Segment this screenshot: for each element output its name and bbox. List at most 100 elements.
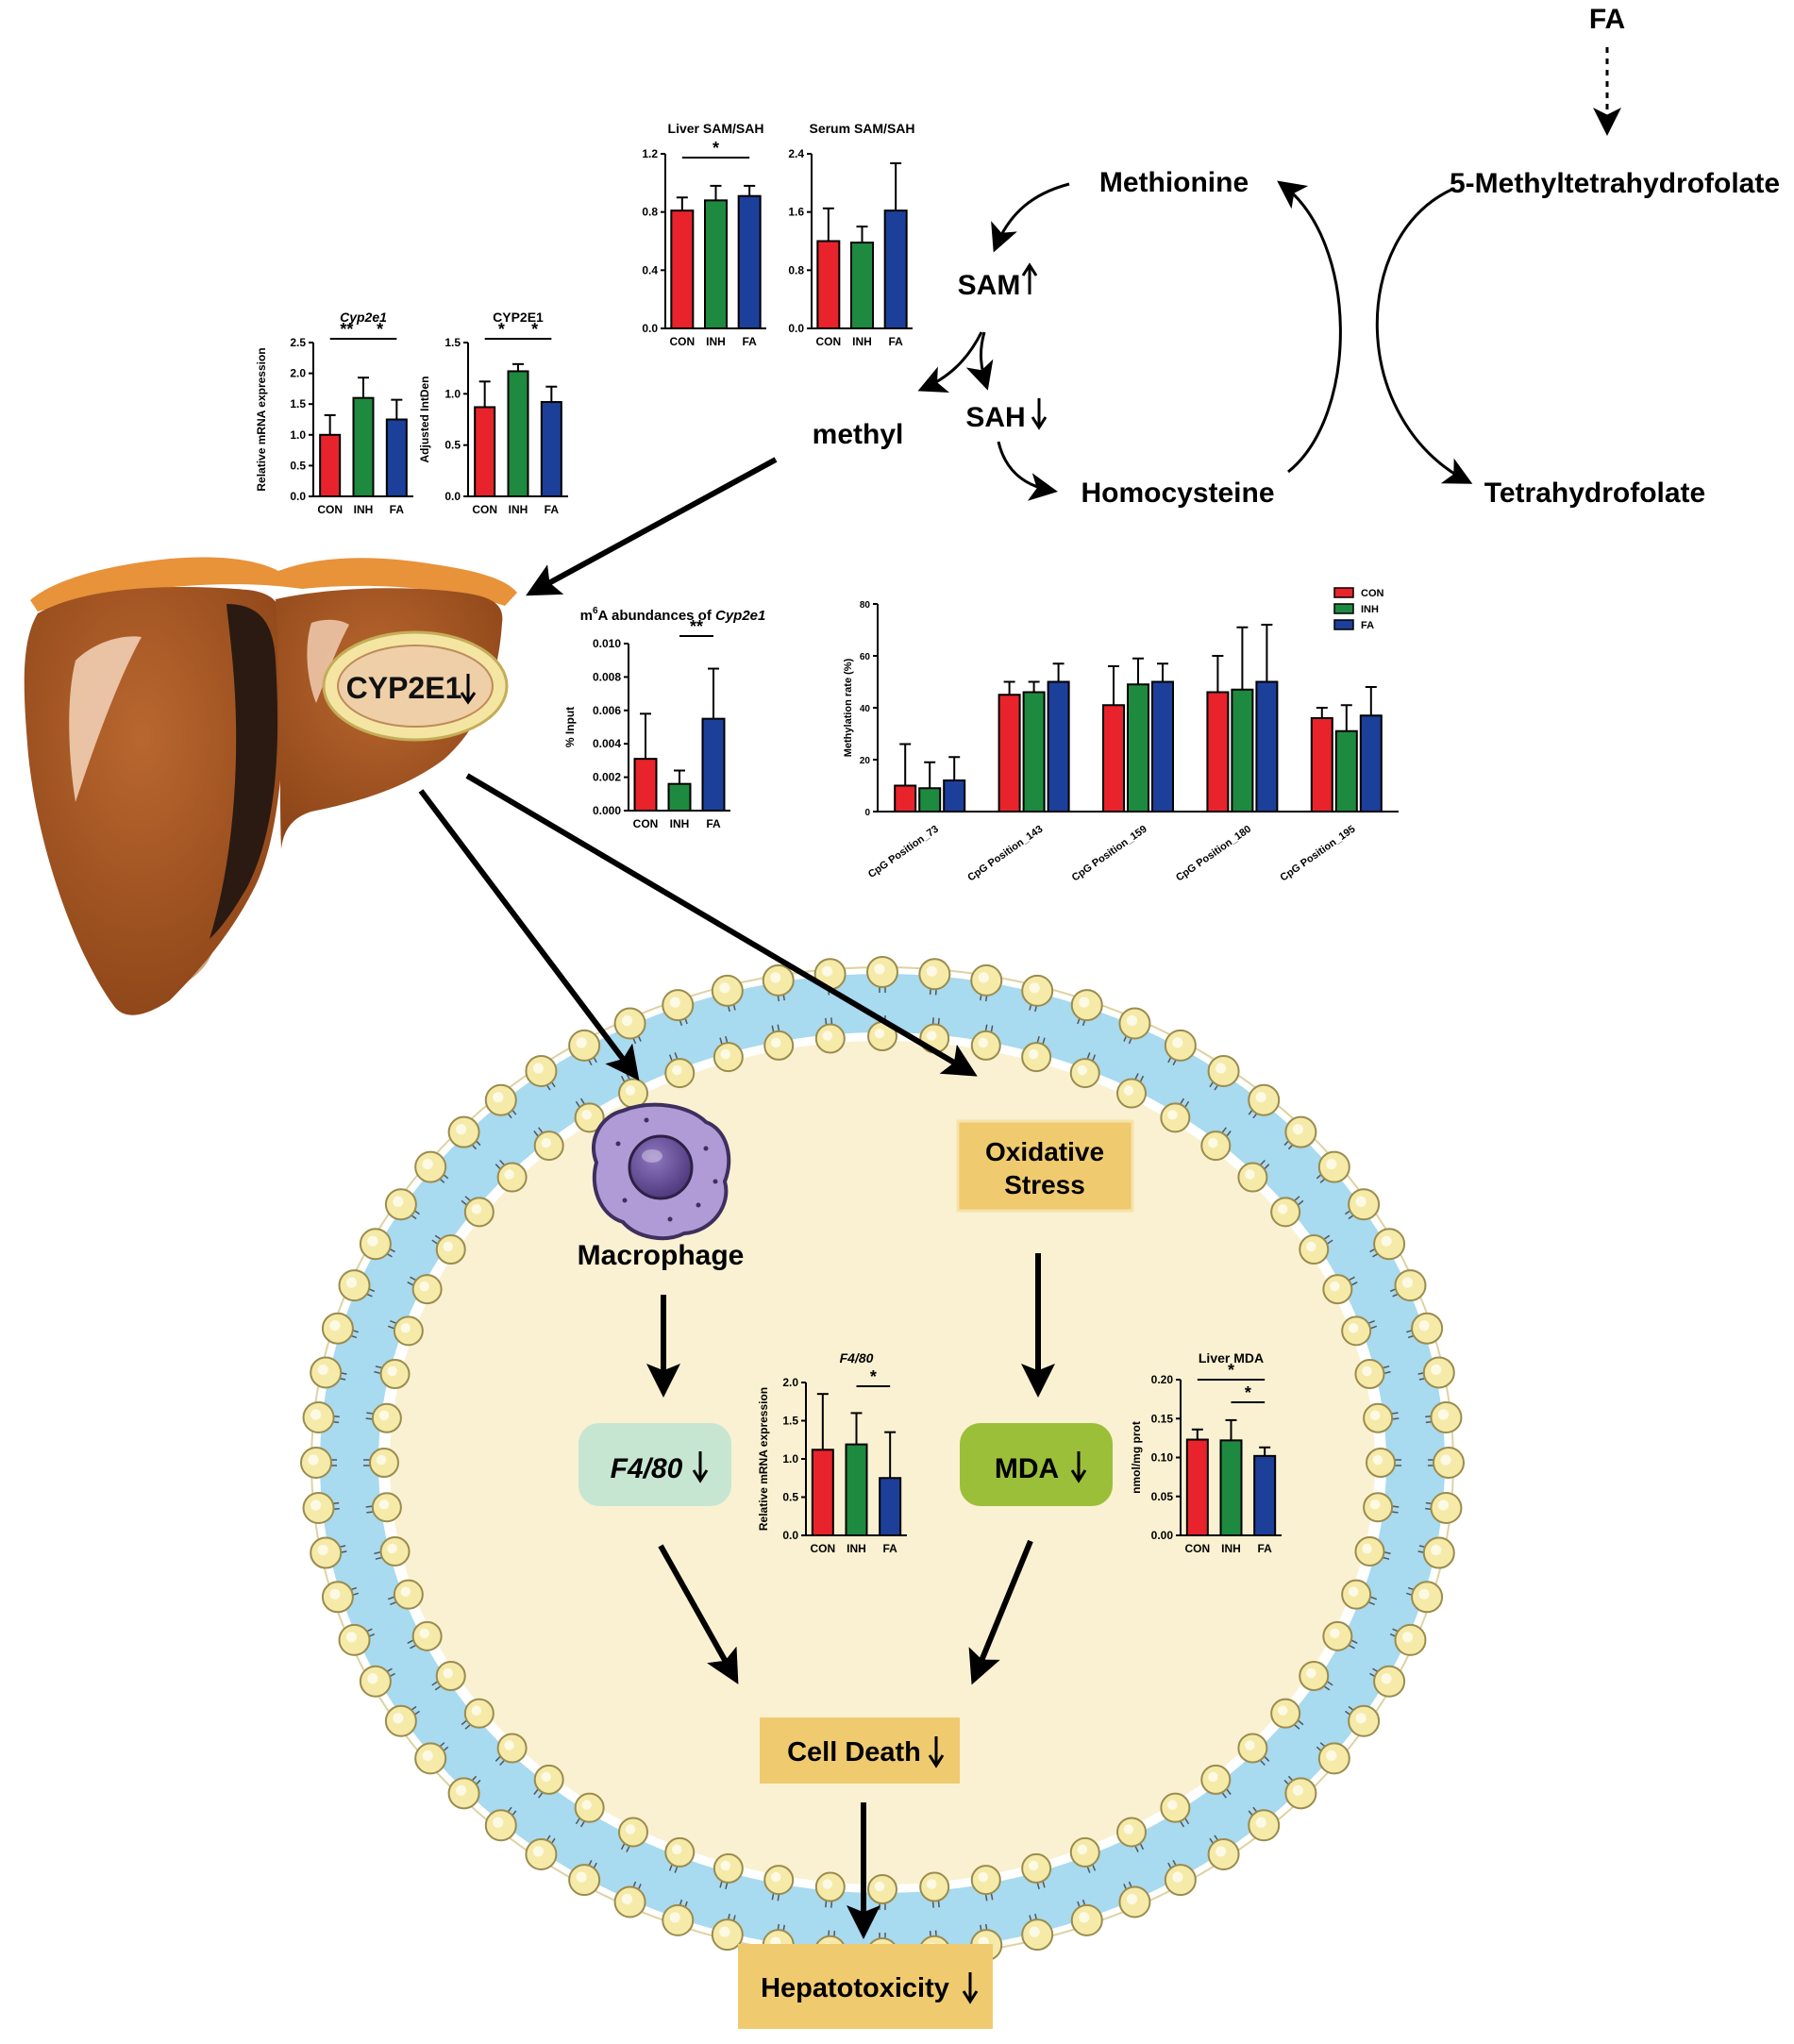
bar-inh xyxy=(918,787,942,813)
bar-con xyxy=(1185,1438,1209,1537)
x-tick-label: INH xyxy=(670,817,690,830)
lipid-highlight xyxy=(308,1454,319,1466)
bar-inh xyxy=(1022,691,1046,813)
sah-to-homocysteine-arrow xyxy=(997,441,1058,501)
y-axis-label: Relative mRNA expression xyxy=(255,347,268,491)
granule xyxy=(622,1198,628,1203)
lipid-highlight xyxy=(471,1705,482,1716)
y-tick-label: 0.20 xyxy=(1151,1373,1174,1386)
y-tick-label: 0.0 xyxy=(788,322,804,335)
lipid-highlight xyxy=(1292,1784,1304,1796)
lipid-highlight xyxy=(367,1673,378,1684)
lipid-highlight xyxy=(541,1137,551,1148)
significance-label: ** xyxy=(340,320,353,339)
x-tick-label: CpG Position_195 xyxy=(1279,824,1358,884)
lipid-highlight xyxy=(1167,1800,1178,1810)
lipid-highlight xyxy=(1172,1871,1183,1883)
liver-highlight-right xyxy=(307,619,349,703)
y-axis-label: Methylation rate (%) xyxy=(843,658,854,757)
lipid-highlight xyxy=(720,1860,731,1871)
x-tick-label: INH xyxy=(706,335,726,348)
x-tick-label: INH xyxy=(852,335,872,348)
x-tick-label: CpG Position_159 xyxy=(1070,824,1149,884)
lipid-highlight xyxy=(1401,1277,1414,1288)
y-tick-label: 1.0 xyxy=(782,1452,798,1466)
lipid-highlight xyxy=(310,1409,322,1420)
title-prefix: m xyxy=(580,608,593,624)
x-tick-label: INH xyxy=(847,1542,866,1555)
y-tick-label: 0.05 xyxy=(1151,1490,1174,1503)
lipid-highlight xyxy=(1292,1124,1304,1135)
oxidative-stress-line1: Oxidative xyxy=(985,1137,1104,1166)
lipid-highlight xyxy=(822,1879,833,1889)
lipid-highlight xyxy=(317,1364,328,1376)
lipid-highlight xyxy=(1330,1628,1340,1639)
bar-con xyxy=(998,694,1021,813)
y-tick-label: 0.15 xyxy=(1151,1412,1174,1425)
bar-con xyxy=(894,784,917,813)
lipid-highlight xyxy=(581,1800,592,1810)
lipid-highlight xyxy=(317,1544,328,1556)
bar-con xyxy=(1102,704,1125,813)
granule xyxy=(703,1146,709,1151)
bar-con xyxy=(811,1449,834,1537)
x-tick-label: FA xyxy=(742,335,757,348)
y-tick-label: 0.8 xyxy=(788,263,804,276)
significance-label: * xyxy=(870,1367,877,1386)
bar-fa xyxy=(1151,680,1174,813)
lipid-highlight xyxy=(1431,1364,1442,1376)
lipid-highlight xyxy=(621,1014,633,1027)
y-tick-label: 2.4 xyxy=(788,147,804,160)
title-sup: 6 xyxy=(593,606,598,616)
bar-inh xyxy=(704,199,728,329)
title-gene: Cyp2e1 xyxy=(715,608,765,624)
cell-death-label: Cell Death xyxy=(787,1737,921,1768)
lipid-highlight xyxy=(1401,1632,1414,1643)
y-tick-label: 0.5 xyxy=(290,459,306,472)
methyl-label: methyl xyxy=(813,419,904,450)
lipid-bilayer-icon xyxy=(300,956,1465,1969)
lipid-highlight xyxy=(1208,1771,1218,1783)
bar-fa xyxy=(540,401,562,498)
bar-inh xyxy=(1231,688,1254,813)
significance-label: * xyxy=(713,139,719,158)
bar-fa xyxy=(1359,714,1383,813)
hepatotoxicity-label: Hepatotoxicity xyxy=(761,1973,949,2003)
granule xyxy=(644,1117,649,1123)
lipid-highlight xyxy=(1077,1064,1088,1076)
lipid-highlight xyxy=(1326,1159,1337,1170)
lipid-highlight xyxy=(504,1740,514,1751)
y-tick-label: 1.5 xyxy=(782,1415,798,1428)
lipid-highlight xyxy=(367,1235,378,1247)
x-tick-label: CpG Position_180 xyxy=(1174,824,1253,884)
lipid-highlight xyxy=(345,1632,358,1643)
lipid-highlight xyxy=(1255,1092,1266,1103)
methionine-label: Methionine xyxy=(1099,167,1249,198)
lipid-highlight xyxy=(770,1871,781,1883)
y-tick-label: 0.5 xyxy=(782,1491,798,1504)
lipid-highlight xyxy=(1437,1499,1450,1511)
significance-label: * xyxy=(531,320,538,339)
lipid-highlight xyxy=(1330,1281,1340,1292)
y-tick-label: 2.0 xyxy=(290,367,306,380)
bar-fa xyxy=(385,418,408,497)
x-tick-label: INH xyxy=(354,503,374,516)
lipid-highlight xyxy=(443,1667,453,1679)
lipid-highlight xyxy=(378,1410,390,1421)
y-tick-label: 0.0 xyxy=(782,1529,798,1542)
lipid-highlight xyxy=(978,1037,989,1048)
lipid-highlight xyxy=(400,1586,411,1597)
lipid-highlight xyxy=(1277,1204,1288,1215)
lipid-highlight xyxy=(581,1110,592,1120)
y-tick-label: 1.2 xyxy=(642,147,658,160)
legend-swatch xyxy=(1333,587,1354,598)
bar-inh xyxy=(845,1443,868,1536)
bar-con xyxy=(1206,691,1230,813)
bar-con xyxy=(319,433,342,497)
lipid-highlight xyxy=(719,982,730,994)
significance-label: * xyxy=(1245,1383,1251,1402)
bar-fa xyxy=(943,779,966,813)
